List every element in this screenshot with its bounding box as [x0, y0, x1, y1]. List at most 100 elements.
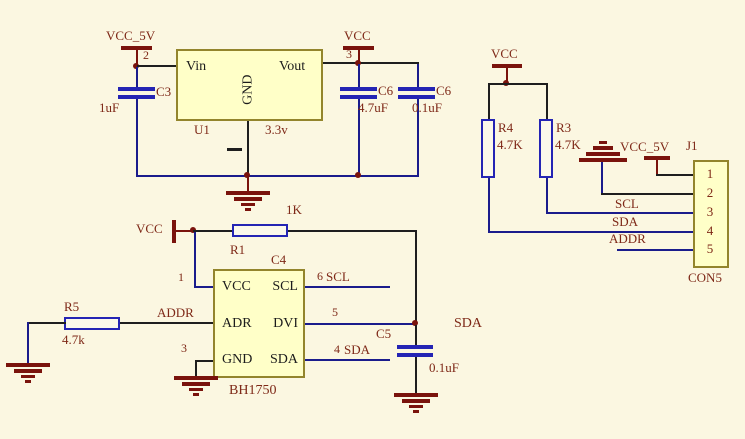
net-label-sda: SDA	[344, 342, 371, 357]
designator-j1: J1	[686, 138, 698, 153]
wire-segment	[195, 360, 197, 376]
capacitor-ref-c5: C5	[376, 326, 392, 341]
power-bar-icon	[492, 64, 522, 68]
wire-vout	[323, 62, 419, 64]
pin-name-vout: Vout	[279, 59, 306, 74]
junction-dot	[355, 172, 361, 178]
pin-name-scl: SCL	[272, 279, 298, 294]
power-stem	[136, 50, 138, 67]
net-label-addr: ADDR	[157, 305, 194, 320]
junction-dot	[133, 63, 139, 69]
wire-segment	[136, 67, 138, 87]
wire-segment	[415, 230, 417, 325]
pin-name-vin: Vin	[186, 59, 207, 74]
connector-pin-5: 5	[706, 241, 714, 256]
resistor-r1	[232, 224, 288, 237]
pin-number-6: 6	[317, 269, 323, 283]
wire-segment	[288, 230, 417, 232]
pin-name-sda: SDA	[269, 352, 298, 367]
wire-segment	[488, 178, 490, 233]
ground-symbol	[226, 191, 270, 211]
resistor-value-r4: 4.7K	[497, 137, 523, 152]
ground-symbol	[394, 393, 438, 413]
pin-name-gnd: GND	[240, 74, 256, 105]
capacitor-value-c6a: 4.7uF	[358, 100, 388, 115]
ic-pin-row: VCC SCL	[222, 280, 298, 294]
net-label-addr: ADDR	[609, 231, 646, 246]
pin-number-4: 4	[334, 342, 340, 356]
wire-segment	[417, 64, 419, 87]
resistor-ref-r3: R3	[556, 120, 572, 135]
resistor-value-r5: 4.7k	[62, 332, 85, 347]
junction-dot	[412, 320, 418, 326]
pin-name-vcc: VCC	[222, 279, 251, 294]
capacitor-plate	[340, 95, 377, 99]
power-stem	[358, 50, 360, 64]
wire-segment	[417, 99, 419, 177]
resistor-r4	[481, 119, 495, 178]
ic-pin-row: GND SDA	[222, 353, 298, 367]
wire-gnd-to-j1	[601, 193, 693, 195]
wire-segment	[196, 360, 213, 362]
capacitor-plate	[118, 87, 155, 91]
connector-pin-1: 1	[706, 166, 714, 181]
power-bar-icon	[121, 46, 152, 50]
pin-number-3: 3	[181, 341, 187, 355]
ground-symbol	[174, 376, 218, 396]
capacitor-value-c3: 1uF	[99, 100, 120, 115]
capacitor-ref-c6b: C6	[436, 83, 452, 98]
capacitor-plate	[398, 95, 435, 99]
resistor-r3	[539, 119, 553, 178]
wire-segment	[27, 322, 29, 363]
wire-segment	[358, 64, 360, 87]
power-stem	[506, 68, 508, 83]
wire-segment	[193, 230, 232, 232]
connector-pin-3: 3	[706, 204, 714, 219]
wire-vcc5v-to-j1	[656, 174, 693, 176]
wire-segment	[136, 99, 138, 177]
wire-sda-to-j1	[488, 231, 693, 233]
capacitor-plate	[397, 353, 433, 357]
power-bar-icon	[644, 156, 670, 160]
ground-symbol	[578, 141, 628, 162]
wire-segment	[546, 85, 548, 120]
resistor-ref-r1: R1	[230, 242, 246, 257]
pin-name-adr: ADR	[222, 316, 252, 331]
power-bar-icon	[172, 220, 176, 243]
gnd-pin-dash	[227, 148, 242, 151]
power-bar-icon	[343, 46, 374, 50]
resistor-value-r3: 4.7K	[555, 137, 581, 152]
part-label-con5: CON5	[688, 270, 722, 285]
resistor-r5	[64, 317, 120, 330]
wire-segment	[546, 178, 548, 214]
net-label-sda-float: SDA	[454, 316, 483, 331]
designator-c4: C4	[271, 252, 287, 267]
wire-segment	[358, 99, 360, 176]
wire-segment	[194, 286, 215, 288]
resistor-ref-r5: R5	[64, 299, 80, 314]
net-label-scl: SCL	[326, 269, 350, 284]
net-label-vcc: VCC	[491, 46, 518, 61]
wire-gnd-stem	[247, 121, 249, 177]
net-label-scl: SCL	[615, 196, 639, 211]
pin-number-2: 2	[143, 48, 149, 62]
power-stem	[656, 160, 658, 176]
resistor-value-r1: 1K	[286, 202, 302, 217]
net-label-vcc5v: VCC_5V	[106, 28, 156, 43]
part-label-bh1750: BH1750	[229, 383, 277, 398]
wire-sda	[305, 359, 390, 361]
connector-j1-body	[693, 160, 729, 268]
sensor-ic-body	[213, 269, 305, 378]
wire-dvi	[305, 323, 415, 325]
pin-number-5: 5	[332, 305, 338, 319]
ground-symbol	[6, 363, 50, 383]
pin-number-1: 1	[178, 270, 184, 284]
capacitor-value-c5: 0.1uF	[429, 360, 459, 375]
capacitor-plate	[118, 95, 155, 99]
capacitor-ref-c3: C3	[156, 84, 172, 99]
wire-segment	[488, 83, 548, 85]
junction-dot	[355, 60, 361, 66]
ground-stem	[601, 162, 603, 195]
net-label-vcc: VCC	[344, 28, 371, 43]
wire-ground-rail	[136, 175, 419, 177]
